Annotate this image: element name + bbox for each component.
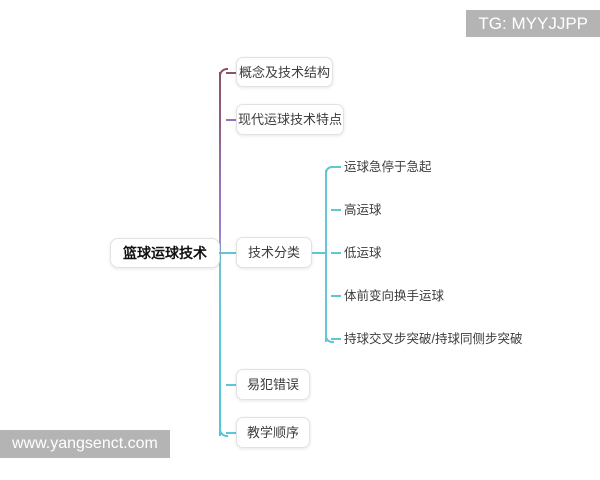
sub-node-3-label: 低运球 [344,246,382,260]
branch-node-1-label: 概念及技术结构 [238,64,330,80]
branch-connector-3 [226,252,240,254]
branch-connector-4 [226,384,240,386]
sub-connector-1 [331,166,341,168]
main-trunk-line [219,72,221,436]
telegram-watermark-text: TG: MYYJJPP [478,14,588,33]
sub-trunk-bottom-elbow [325,334,334,343]
sub-connector-2 [331,209,341,211]
branch-node-3[interactable]: 技术分类 [236,237,312,268]
branch-node-1[interactable]: 概念及技术结构 [236,57,333,87]
sub-trunk-top-elbow [325,166,334,175]
site-watermark-text: www.yangsenct.com [12,435,158,452]
branch-node-2[interactable]: 现代运球技术特点 [236,104,344,135]
root-node-label: 篮球运球技术 [123,245,207,261]
sub-connector-4 [331,295,341,297]
site-watermark: www.yangsenct.com [0,430,170,458]
sub-node-3[interactable]: 低运球 [344,247,382,260]
sub-node-4[interactable]: 体前变向换手运球 [344,290,444,303]
branch-node-4[interactable]: 易犯错误 [236,369,310,400]
sub-connector-3 [331,252,341,254]
branch-connector-2 [226,119,240,121]
branch-node-2-label: 现代运球技术特点 [237,112,342,127]
sub-node-5-label: 持球交叉步突破/持球同侧步突破 [344,332,523,346]
sub-node-5[interactable]: 持球交叉步突破/持球同侧步突破 [344,333,522,346]
branch-node-4-label: 易犯错误 [246,377,299,392]
root-node[interactable]: 篮球运球技术 [110,238,220,268]
telegram-watermark: TG: MYYJJPP [466,10,600,37]
sub-branch-connector-stub [312,252,326,254]
sub-node-1[interactable]: 运球急停于急起 [344,161,432,174]
trunk-bottom-elbow [219,428,228,437]
sub-node-2[interactable]: 高运球 [344,204,382,217]
sub-node-4-label: 体前变向换手运球 [344,289,445,303]
sub-trunk-line [325,170,327,342]
branch-node-3-label: 技术分类 [247,245,300,260]
branch-connector-1 [226,72,240,74]
branch-node-5-label: 教学顺序 [246,425,299,440]
branch-node-5[interactable]: 教学顺序 [236,417,310,448]
sub-node-1-label: 运球急停于急起 [344,160,432,174]
trunk-top-elbow [219,68,228,77]
branch-connector-5 [226,432,240,434]
sub-node-2-label: 高运球 [344,203,382,217]
sub-connector-5 [331,338,341,340]
